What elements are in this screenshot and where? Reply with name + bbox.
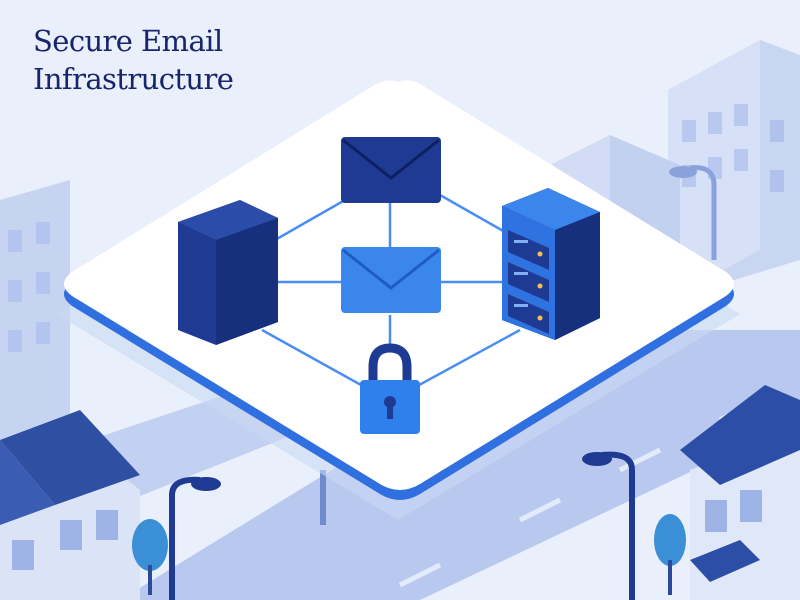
street-lamps [169,165,717,600]
connector-left-lock [261,328,371,392]
connector-top-right [439,193,506,234]
house-right [680,385,800,600]
building-left [0,180,70,440]
connector-top-left [274,198,346,242]
house-left [0,410,140,600]
title-line-2: Infrastructure [33,62,234,96]
envelope-icon [341,137,441,203]
trees [132,514,686,595]
server-rack-icon [502,188,600,340]
server-rack-units [508,230,549,334]
connector-right-lock [409,328,521,392]
connector-lines [261,193,521,392]
envelope-icon [341,247,441,313]
building-right-tall [668,40,800,300]
page-title: Secure Email Infrastructure [33,22,234,98]
title-line-1: Secure Email [33,24,223,58]
server-block-icon [178,200,278,345]
padlock-icon [360,343,420,434]
